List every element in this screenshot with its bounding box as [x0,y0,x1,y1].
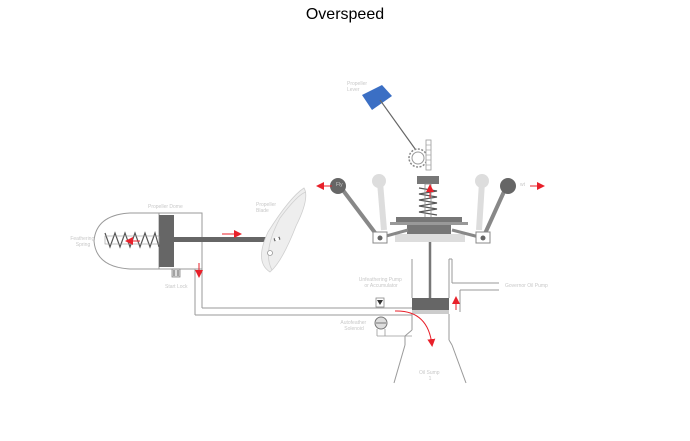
propeller-blade-label-line1: Propeller [256,202,276,208]
unfeathering-pump-label: Unfeathering Pump or Accumulator [359,277,403,289]
propeller-lever-rod [379,99,419,154]
feathering-spring-label: Feathering Spring [70,236,95,248]
start-lock-label: Start Lock [165,284,188,290]
oil-sump-label-line1: Oil Sump [419,370,440,376]
speeder-spring-cap [417,176,439,184]
arrow-to-sump [394,310,436,347]
dome-piston [159,215,174,267]
propeller-lever[interactable] [362,85,419,154]
flyweight-left-label: Fly [336,182,343,188]
governor-oil-pump-label: Governor Oil Pump [505,283,548,289]
speeder-gear [408,139,432,171]
autofeather-solenoid-label-line2: Solenoid [344,326,364,332]
feathering-spring-label-line2: Spring [76,242,91,248]
autofeather-solenoid [374,297,412,337]
propeller-blade [261,187,307,273]
unfeathering-pump-label-line2: or Accumulator [364,283,398,289]
propeller-lever-label: Propeller Lever [347,81,368,93]
speeder-spring [418,187,438,216]
feathering-spring-label-line1: Feathering [70,236,94,242]
oil-sump-label-line2: 1 [429,376,432,382]
propeller-lever-label-line1: Propeller [347,81,367,87]
flyweight-right-label: wt [520,182,526,188]
oil-sump-label: Oil Sump 1 [419,370,441,382]
pilot-valve-piston [412,298,449,310]
flyweight-right [500,178,516,194]
flow-arrows [125,182,545,347]
propeller-dome [93,212,274,278]
propeller-lever-handle[interactable] [362,85,392,110]
propeller-lever-label-line2: Lever [347,87,360,93]
propeller-blade-label: Propeller Blade [256,202,277,214]
unfeathering-pump-label-line1: Unfeathering Pump [359,277,402,283]
start-lock [171,268,181,278]
propeller-blade-label-line2: Blade [256,208,269,214]
pilot-valve-cylinder [393,258,499,384]
autofeather-solenoid-label-line1: Autofeather [340,320,366,326]
autofeather-solenoid-label: Autofeather Solenoid [340,320,367,332]
diagram-title: Overspeed [305,6,385,23]
flyweight-left [330,178,346,194]
governor-assembly [330,174,516,298]
propeller-dome-label: Propeller Dome [148,204,183,210]
